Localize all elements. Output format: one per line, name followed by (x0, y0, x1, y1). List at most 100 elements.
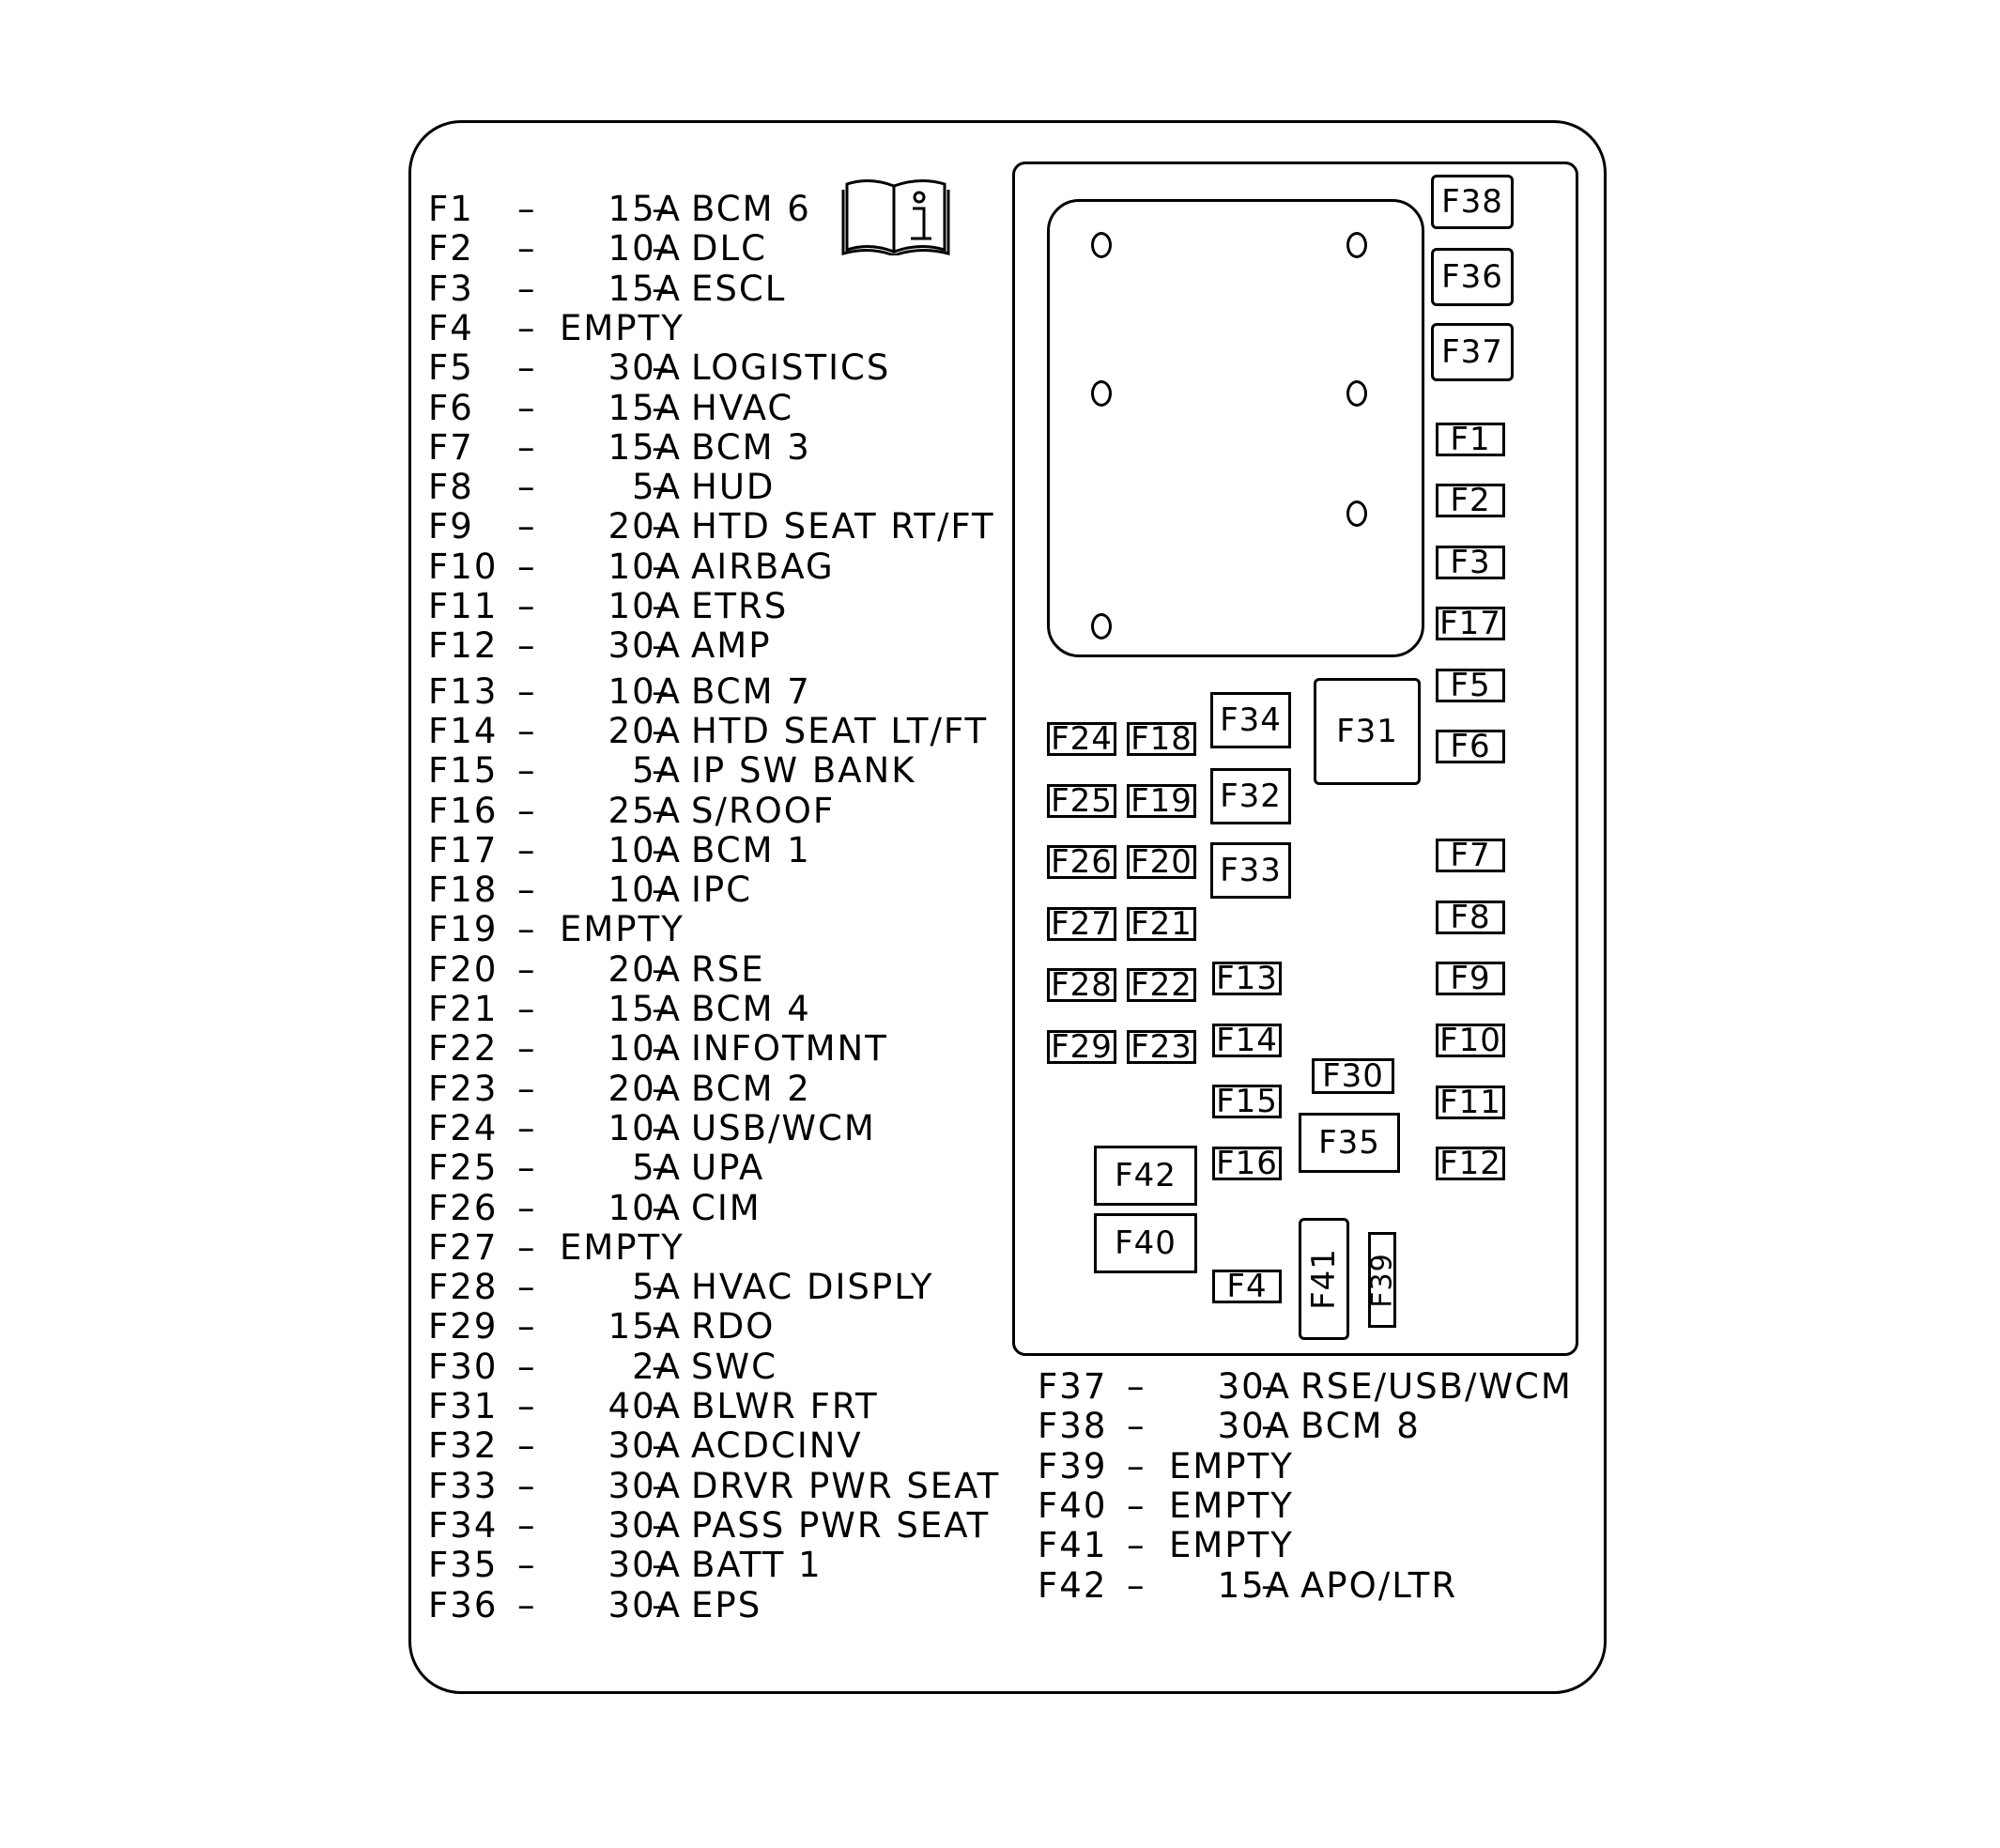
legend-row-f3: F3–15A–ESCL (428, 268, 1010, 309)
separator-dash: – (517, 1346, 537, 1387)
separator-dash: – (652, 989, 671, 1029)
legend-row-f29: F29–15A–RDO (428, 1307, 1010, 1347)
owner-manual-info-icon (841, 179, 950, 255)
separator-dash: – (652, 670, 671, 712)
fuse-amperage: 20A (608, 948, 682, 990)
separator-dash: – (1261, 1406, 1281, 1447)
separator-dash: – (517, 948, 537, 990)
fuse-circuit: BCM 7 (691, 670, 811, 712)
mount-hole (1091, 380, 1112, 407)
legend-row-f5: F5–30A–LOGISTICS (428, 348, 1010, 388)
separator-dash: – (517, 870, 537, 911)
separator-dash: – (652, 1306, 671, 1348)
fuse-f35: F35 (1299, 1113, 1400, 1173)
fuse-id: F34 (428, 1504, 499, 1546)
fuse-f38: F38 (1431, 175, 1514, 229)
fuse-id: F38 (1038, 1406, 1108, 1447)
fuse-f7: F7 (1436, 837, 1505, 874)
separator-dash: – (517, 1425, 537, 1467)
fuse-circuit: DLC (691, 228, 767, 270)
fuse-id: F8 (428, 467, 474, 508)
fuse-f22: F22 (1127, 966, 1196, 1004)
separator-dash: – (517, 347, 537, 389)
fuse-f34: F34 (1210, 692, 1291, 748)
fuse-id: F9 (428, 506, 474, 547)
legend-row-f11: F11–10A–ETRS (428, 587, 1010, 626)
legend-row-f23: F23–20A–BCM 2 (428, 1068, 1010, 1109)
legend-row-f18: F18–10A–IPC (428, 870, 1010, 910)
fuse-circuit: BLWR FRT (691, 1386, 879, 1426)
fuse-id: F23 (428, 1068, 499, 1109)
separator-dash: – (652, 426, 671, 468)
legend-row-f8: F8–5A–HUD (428, 468, 1010, 507)
fuse-amperage: 15A (1217, 1564, 1291, 1606)
fuse-circuit: LOGISTICS (691, 347, 891, 389)
fuse-f20: F20 (1127, 843, 1196, 881)
fuse-amperage: 30A (1217, 1406, 1291, 1447)
fuse-amperage: 20A (608, 1068, 682, 1109)
fuse-amperage: 15A (608, 426, 682, 468)
separator-dash: – (652, 1346, 671, 1387)
fuse-f42: F42 (1094, 1146, 1197, 1206)
legend-row-f28: F28–5A–HVAC DISPLY (428, 1268, 1010, 1307)
fuse-amperage: 30A (608, 1465, 682, 1506)
fuse-circuit: HVAC (691, 387, 794, 428)
separator-dash: – (652, 467, 671, 508)
separator-dash: – (517, 1306, 537, 1348)
fuse-f16: F16 (1212, 1145, 1282, 1182)
separator-dash: – (652, 586, 671, 626)
fuse-amperage: 10A (608, 670, 682, 712)
legend-row-f40: F40–EMPTY (1038, 1486, 1620, 1526)
fuse-amperage: 30A (608, 625, 682, 667)
fuse-f24: F24 (1047, 720, 1116, 758)
separator-dash: – (517, 546, 537, 587)
fuse-f12: F12 (1436, 1145, 1505, 1182)
separator-dash: – (652, 790, 671, 831)
fuse-id: F10 (428, 546, 499, 587)
fuse-circuit: ETRS (691, 586, 789, 626)
fuse-circuit: BCM 6 (691, 189, 811, 229)
separator-dash: – (1127, 1564, 1146, 1606)
separator-dash: – (652, 268, 671, 309)
separator-dash: – (517, 426, 537, 468)
fuse-amperage: 10A (608, 1028, 682, 1070)
fuse-id: F32 (428, 1425, 499, 1467)
fuse-id: F35 (428, 1545, 499, 1586)
fuse-circuit: EMPTY (560, 307, 685, 348)
fuse-id: F6 (428, 387, 474, 428)
separator-dash: – (652, 1107, 671, 1148)
separator-dash: – (517, 909, 537, 950)
legend-row-f27: F27–EMPTY (428, 1226, 1010, 1268)
fuse-id: F40 (1038, 1485, 1108, 1526)
separator-dash: – (517, 1187, 537, 1228)
separator-dash: – (517, 506, 537, 547)
fuse-circuit: HUD (691, 467, 776, 508)
fuse-circuit: ACDCINV (691, 1425, 863, 1467)
fuse-amperage: 10A (608, 228, 682, 270)
fuse-circuit: BCM 1 (691, 829, 811, 870)
separator-dash: – (517, 1465, 537, 1506)
fuse-circuit: HVAC DISPLY (691, 1267, 934, 1308)
fuse-f15: F15 (1212, 1083, 1282, 1120)
fuse-id: F3 (428, 268, 474, 309)
separator-dash: – (517, 1147, 537, 1189)
fuse-amperage: 5A (632, 467, 682, 508)
fuse-id: F27 (428, 1226, 499, 1268)
fuse-id: F14 (428, 710, 499, 751)
fuse-f28: F28 (1047, 966, 1116, 1004)
fuse-amperage: 15A (608, 189, 682, 229)
fuse-amperage: 30A (608, 1545, 682, 1586)
separator-dash: – (652, 1465, 671, 1506)
fuse-f4: F4 (1212, 1268, 1282, 1305)
separator-dash: – (517, 750, 537, 792)
separator-dash: – (652, 387, 671, 428)
fuse-id: F25 (428, 1147, 499, 1189)
fuse-circuit: S/ROOF (691, 790, 836, 831)
legend-row-f9: F9–20A–HTD SEAT RT/FT (428, 507, 1010, 547)
legend-row-f30: F30–2A–SWC (428, 1346, 1010, 1387)
separator-dash: – (1261, 1366, 1281, 1407)
fuse-circuit: CIM (691, 1187, 762, 1228)
fuse-circuit: SWC (691, 1346, 777, 1387)
fuse-id: F1 (428, 189, 474, 229)
fuse-id: F4 (428, 307, 474, 348)
